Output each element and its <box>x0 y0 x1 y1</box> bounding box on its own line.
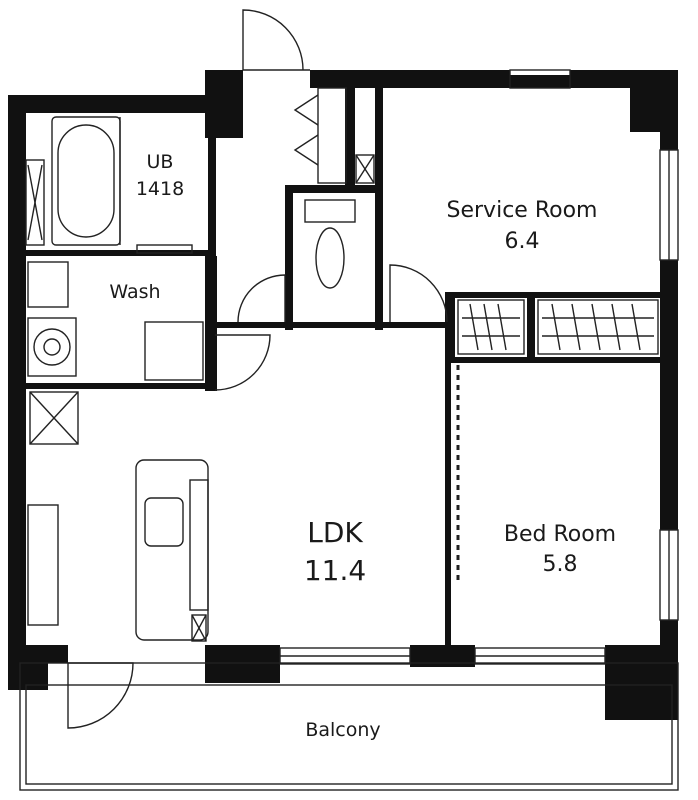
kitchen-shaft <box>191 614 207 642</box>
service-room-size: 6.4 <box>505 229 540 254</box>
wall-top-right <box>310 70 678 88</box>
closet-hatch-2 <box>537 299 659 355</box>
bathtub <box>51 116 121 246</box>
balcony-door <box>67 662 134 729</box>
outer-walls <box>8 70 678 720</box>
wash-door <box>214 334 271 391</box>
wall-toilet-top <box>285 185 380 193</box>
ub-size: 1418 <box>136 178 184 200</box>
wall-ub-bottom <box>26 250 214 256</box>
toilet-shaft-x2 <box>355 154 375 184</box>
service-room-door <box>389 264 448 323</box>
balcony-label: Balcony <box>305 719 380 741</box>
toilet-door <box>237 274 286 323</box>
wall-closet-top <box>445 292 660 298</box>
kitchen-stove <box>189 479 209 611</box>
closet-door-1 <box>293 94 319 126</box>
fixtures <box>19 9 679 791</box>
wall-closet-mid <box>527 292 535 363</box>
wall-ub-right <box>208 113 216 273</box>
wash-counter <box>27 261 69 308</box>
toilet-shaft <box>355 154 375 184</box>
wall-closet-left <box>445 292 455 363</box>
wall-left <box>8 95 26 690</box>
closet-hatch-1 <box>457 299 525 355</box>
ub-shelf-x2 <box>27 164 43 241</box>
wall-toilet-left <box>285 190 293 330</box>
washing-machine-pan <box>144 321 204 381</box>
wall-toilet-right <box>375 88 383 330</box>
wall-wash-bottom <box>26 383 216 389</box>
ub-shelf <box>25 159 45 246</box>
entrance-door <box>242 9 304 71</box>
balcony-railing <box>19 662 679 791</box>
wall-bedroom-left <box>445 363 451 648</box>
wash-basin <box>33 328 71 366</box>
room-labels: UB 1418 Wash Service Room 6.4 LDK 11.4 B… <box>109 151 616 741</box>
kitchen-sink <box>144 497 184 547</box>
pillar-bottom-left <box>205 645 280 683</box>
service-room-label: Service Room <box>447 198 598 223</box>
wall-closet-bottom <box>445 357 660 363</box>
wall-left-corner <box>8 645 48 690</box>
wash-label: Wash <box>109 281 160 303</box>
ub-door <box>136 244 193 254</box>
closet-door-2 <box>293 134 319 166</box>
window-service-top <box>509 69 571 89</box>
refrigerator-space <box>27 504 59 626</box>
ldk-label: LDK <box>307 516 363 549</box>
shoe-closet <box>317 87 347 184</box>
bed-room-size: 5.8 <box>543 552 578 577</box>
bathtub-inner <box>57 124 115 238</box>
kitchen-counter <box>135 459 209 641</box>
pipe-shaft-x2 <box>29 391 79 445</box>
ldk-size: 11.4 <box>304 554 366 587</box>
wall-top-left <box>8 95 230 113</box>
bed-room-label: Bed Room <box>504 522 616 547</box>
wash-basin-cabinet <box>27 317 77 377</box>
pipe-shaft <box>29 391 79 445</box>
inner-walls <box>26 88 660 648</box>
pillar-bottom-right <box>605 645 678 720</box>
toilet-bowl <box>315 227 345 289</box>
kitchen-shaft-x2 <box>191 614 207 642</box>
ub-label: UB <box>147 151 174 173</box>
wall-toilet-bottom <box>210 322 445 328</box>
toilet-tank <box>304 199 356 223</box>
balcony-railing-inner <box>25 684 673 785</box>
wash-basin-drain <box>43 338 61 356</box>
wall-service-left <box>345 88 355 188</box>
wall-bottom-mid <box>410 645 475 667</box>
